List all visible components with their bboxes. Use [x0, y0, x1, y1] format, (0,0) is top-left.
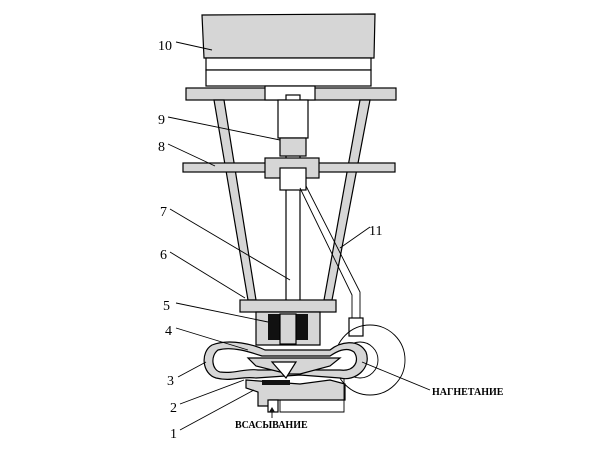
pipe-fitting	[348, 317, 364, 337]
coupling-lower	[279, 137, 307, 157]
label-11: 11	[369, 224, 382, 239]
seal-core	[279, 313, 297, 345]
pipe	[299, 185, 361, 318]
label-6: 6	[160, 248, 167, 263]
motor	[201, 13, 376, 59]
coupling-upper	[277, 99, 309, 139]
leader-lines	[167, 41, 431, 431]
discharge-label: НАГНЕТАНИЕ	[432, 387, 504, 398]
label-3: 3	[167, 374, 174, 389]
bypass-line	[279, 378, 345, 413]
pump-base	[245, 379, 346, 407]
label-8: 8	[158, 140, 165, 155]
wear-ring	[262, 380, 290, 385]
motor-base	[205, 57, 372, 71]
lantern-frame-right	[323, 99, 371, 301]
label-2: 2	[170, 401, 177, 416]
label-7: 7	[160, 205, 167, 220]
label-4: 4	[165, 324, 172, 339]
lantern-frame	[213, 99, 257, 301]
label-9: 9	[158, 113, 165, 128]
impeller-eye	[270, 361, 298, 380]
suction-label: ВСАСЫВАНИЕ	[235, 420, 308, 431]
label-5: 5	[163, 299, 170, 314]
label-1: 1	[170, 427, 177, 442]
lower-flange	[239, 299, 337, 313]
motor-base-lower	[205, 69, 372, 87]
suction-arrowhead	[269, 407, 275, 412]
label-10: 10	[158, 39, 172, 54]
shaft-sleeve	[279, 167, 307, 191]
